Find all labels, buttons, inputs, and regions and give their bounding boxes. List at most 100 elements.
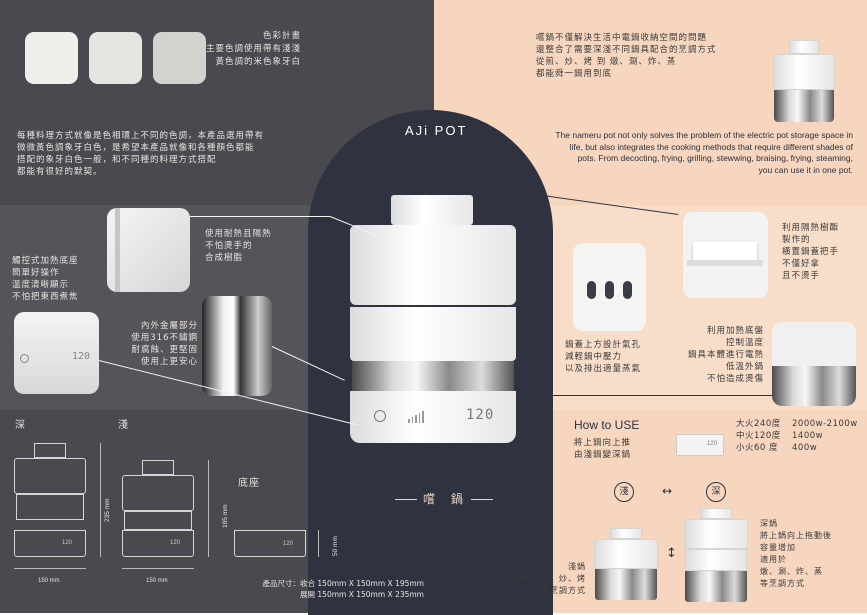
how-to-title: How to USE (574, 418, 640, 432)
callout-line: 不僅好拿 (782, 259, 821, 269)
callout-line: 利用加熱底盤 (706, 326, 764, 336)
note-line: 適用於 煎、炒、烤 (510, 574, 586, 583)
shallow-badge: 淺 (614, 482, 634, 502)
intro-en-line: you can use it in one pot. (758, 164, 853, 175)
handle-closeup (107, 208, 190, 292)
mini-base-reading: 120 (707, 441, 718, 447)
how-to-line: 將上鍋向上推 (574, 438, 632, 448)
callout-line: 耐腐蝕、更堅固 (131, 345, 198, 355)
dim-195: 195 mm (222, 504, 229, 528)
callout-line: 橫置鍋蓋把手 (782, 247, 840, 257)
note-line: 等烹調方式 (541, 586, 586, 595)
connector-line (540, 395, 772, 397)
deep-badge: 深 (706, 482, 726, 502)
knob-callout: 觸控式加熱底座 簡單好操作 溫度清晰顯示 不怕把東西煮焦 (12, 255, 79, 303)
callout-line: 溫度清晰顯示 (12, 280, 70, 290)
temperature-level-bars (408, 411, 424, 423)
shallow-pot-illustration (594, 528, 658, 600)
callout-line: 控制溫度 (725, 338, 764, 348)
base-heat-callout: 利用加熱底盤 控制溫度 鍋具本體進行電熱 低溫外鍋 不怕造成燙傷 (676, 325, 764, 385)
display-closeup: 120 (14, 312, 99, 394)
pot-body (350, 307, 516, 361)
intro-en-line: The nameru pot not only solves the probl… (555, 130, 853, 140)
concept-text: 每種料理方式就像是色相環上不同的色調，本產品選用帶有 微微黃色調象牙白色，是希望… (17, 130, 264, 178)
deep-note: 深鍋 將上鍋向上拖動後 容量增加 適用於 燉、涮、炸、蒸 等烹調方式 (760, 518, 832, 590)
color-swatch (89, 32, 142, 84)
callout-line: 利用隔熱樹酯 (782, 223, 840, 233)
base-reading: 120 (283, 541, 294, 547)
intro-en-line: pots. From decocting, frying, grilling, … (577, 153, 853, 163)
power-icon (20, 354, 29, 363)
how-to-line: 由淺鍋變深鍋 (574, 450, 632, 460)
dim-150b: 150 mm (146, 578, 168, 584)
callout-line: 鍋蓋上方設計氣孔 (565, 340, 642, 350)
lid-handle-callout: 利用隔熱樹酯 製作的 橫置鍋蓋把手 不僅好拿 且不燙手 (782, 222, 839, 282)
note-line: 等烹調方式 (760, 579, 805, 588)
deep-label: 深 (15, 420, 26, 431)
intro-en-line: life, but also integrates the cooking me… (569, 141, 853, 152)
size-line: 產品尺寸：收合 150mm X 150mm X 195mm (262, 579, 424, 588)
mini-base-panel: 120 (676, 434, 724, 456)
base-closeup (772, 322, 856, 406)
concept-line: 搭配的象牙白色一般，和不同種的料理方式搭配 (17, 155, 217, 165)
note-line: 燉、涮、炸、蒸 (760, 567, 823, 576)
vent-callout: 鍋蓋上方設計氣孔 減輕鍋中壓力 以及排出適量蒸氣 (565, 339, 641, 375)
base-label: 底座 (238, 478, 260, 489)
color-plan-title: 色彩計畫 (262, 31, 301, 41)
color-swatch (25, 32, 78, 84)
cn-name: 嚐 鍋 (395, 490, 493, 507)
size-spec: 產品尺寸：收合 150mm X 150mm X 195mm 展開 150mm X… (258, 578, 424, 600)
pot-metal-band (352, 361, 514, 391)
callout-line: 鍋具本體進行電熱 (687, 350, 764, 360)
note-line: 適用於 (760, 555, 787, 564)
concept-line: 微微黃色調象牙白色，是希望本產品就像和各種顏色都能 (17, 143, 255, 153)
color-plan-line: 主要色調使用帶有淺淺 (205, 44, 301, 54)
callout-line: 不怕燙手的 (205, 241, 253, 251)
callout-line: 觸控式加熱底座 (12, 256, 79, 266)
dim-235: 235 mm (104, 498, 111, 522)
callout-line: 且不燙手 (782, 271, 821, 281)
concept-line: 每種料理方式就像是色相環上不同的色調，本產品選用帶有 (17, 131, 265, 141)
shallow-pot-outline: 120 (122, 460, 194, 557)
intro-cn-line: 嚐鍋不僅解決生活中電鍋收納空間的問題 (536, 33, 708, 43)
callout-line: 減輕鍋中壓力 (565, 352, 623, 362)
swap-arrow-icon: ↔ (662, 484, 673, 498)
callout-line: 使用耐熱且隔熱 (205, 229, 272, 239)
callout-line: 低溫外鍋 (725, 362, 764, 372)
note-line: 深鍋 (760, 519, 778, 528)
intro-en: The nameru pot not only solves the probl… (523, 130, 853, 176)
intro-cn-line: 還整合了需要深淺不同鍋具配合的烹調方式 (536, 45, 717, 55)
callout-line: 不怕把東西煮焦 (12, 292, 79, 302)
note-line: 將上鍋向上拖動後 (760, 531, 832, 540)
shallow-base-reading: 120 (170, 540, 181, 546)
note-line: 容量增加 (760, 543, 796, 552)
callout-line: 以及排出適量蒸氣 (565, 364, 642, 374)
callout-line: 合成樹脂 (205, 253, 244, 263)
metal-callout: 內外金屬部分 使用316不鏽鋼 耐腐蝕、更堅固 使用上更安心 (120, 320, 198, 368)
size-line: 展開 150mm X 150mm X 235mm (300, 590, 424, 599)
callout-line: 簡單好操作 (12, 268, 60, 278)
vent-closeup (573, 243, 646, 331)
metal-closeup (202, 296, 272, 396)
power-icon[interactable] (374, 410, 386, 422)
deep-pot-illustration (684, 508, 748, 602)
shallow-note: 淺鍋 適用於 煎、炒、烤 等烹調方式 (494, 561, 586, 597)
updown-arrow-icon: ↕ (666, 546, 677, 561)
concept-line: 都能有很好的默契。 (17, 167, 103, 177)
dim-150a: 150 mm (38, 578, 60, 584)
main-pot: 120 (350, 195, 516, 445)
color-swatch (153, 32, 206, 84)
cn-name-text: 嚐 鍋 (423, 492, 469, 506)
callout-line: 內外金屬部分 (140, 321, 198, 331)
deep-pot-outline: 120 (14, 443, 86, 557)
callout-line: 不怕造成燙傷 (706, 374, 764, 384)
callout-line: 使用316不鏽鋼 (131, 333, 198, 343)
how-to-text: 將上鍋向上推 由淺鍋變深鍋 (574, 437, 631, 461)
pot-handle (391, 195, 473, 225)
intro-cn-line: 從煎、炒、烤 到 燉、涮、炸、蒸 (536, 57, 677, 67)
lid-handle-closeup (683, 212, 768, 298)
pot-lid (350, 225, 516, 305)
